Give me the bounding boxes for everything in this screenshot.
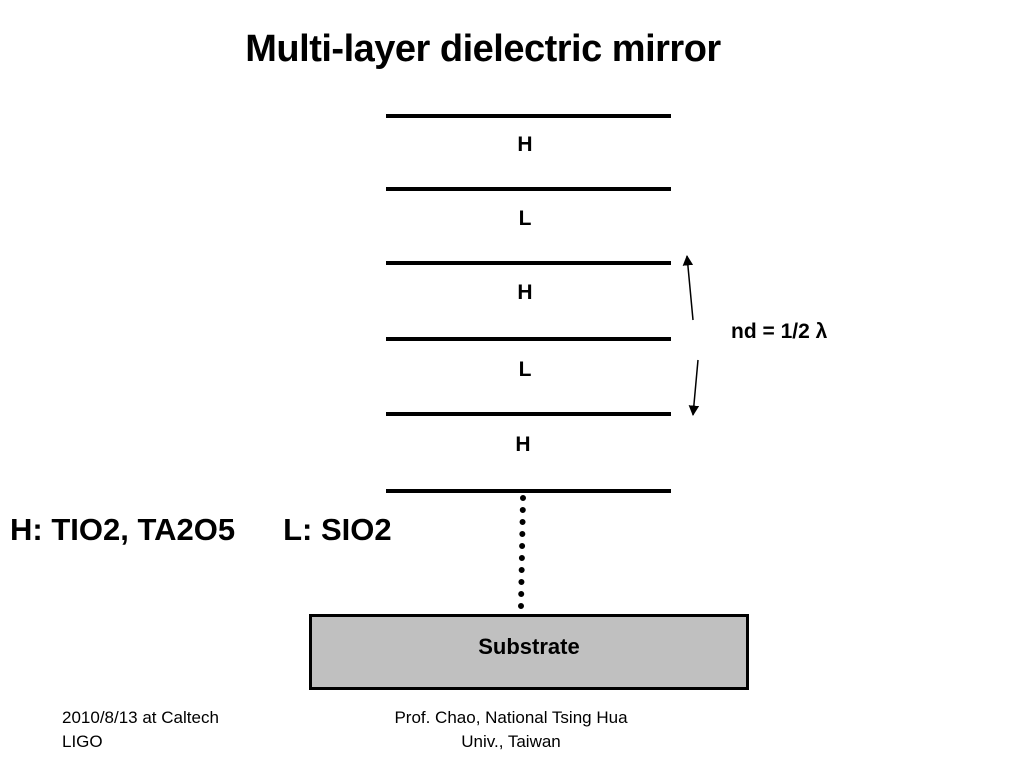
materials-legend: H: TIO2, TA2O5 L: SIO2 (10, 512, 392, 548)
substrate-label: Substrate (478, 634, 580, 659)
slide-title: Multi-layer dielectric mirror (245, 28, 721, 70)
layer-label-h: H (517, 133, 533, 156)
thickness-arrow-down (688, 359, 700, 417)
layer-label-h: H (515, 433, 531, 456)
high-index-material-label: H: TIO2, TA2O5 (10, 512, 236, 547)
layer-label-l: L (518, 358, 532, 381)
footer-date-line: 2010/8/13 at Caltech (62, 708, 219, 727)
footer-author: Prof. Chao, National Tsing Hua Univ., Ta… (350, 706, 672, 754)
layer-label-l: L (518, 207, 532, 230)
low-index-material-label: L: SIO2 (283, 512, 392, 547)
substrate-block: Substrate (309, 614, 749, 690)
footer-affiliation-line: Univ., Taiwan (461, 732, 561, 751)
layer-label-h: H (517, 281, 533, 304)
footer-date-location: 2010/8/13 at Caltech LIGO (62, 706, 302, 754)
footer-author-line: Prof. Chao, National Tsing Hua (394, 708, 628, 727)
thickness-annotation: nd = 1/2 λ (731, 320, 828, 343)
thickness-arrow-up (682, 254, 694, 321)
dotted-continuation-line (518, 495, 526, 609)
footer-location-line: LIGO (62, 732, 103, 751)
